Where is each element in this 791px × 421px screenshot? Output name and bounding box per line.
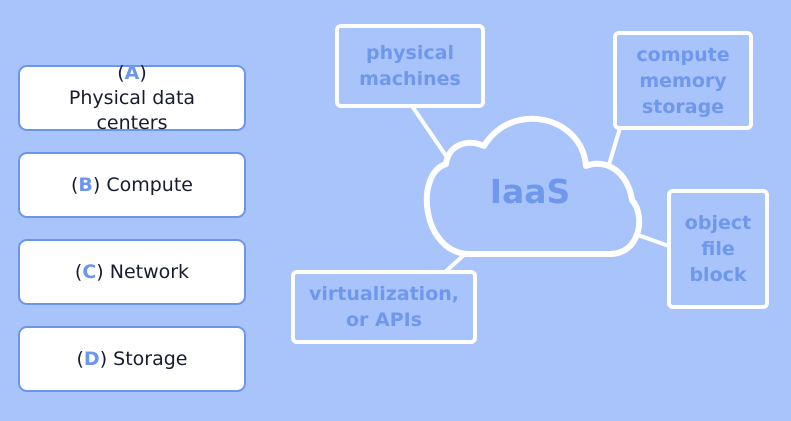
- node-compute-memory-storage: compute memory storage: [613, 31, 753, 130]
- node-compute-label: compute memory storage: [636, 43, 730, 118]
- node-object-label: object file block: [684, 212, 752, 286]
- option-b-label: Compute: [106, 173, 193, 196]
- cloud-label-iaas: IaaS: [489, 172, 571, 211]
- option-b-text: (B) Compute: [70, 173, 193, 196]
- option-c-letter: C: [82, 260, 97, 283]
- option-b[interactable]: (B) Compute: [18, 152, 246, 218]
- node-virtualization-apis: virtualization, or APIs: [291, 270, 477, 344]
- node-physical-label: physical machines: [359, 42, 461, 90]
- option-a-letter: A: [124, 61, 140, 84]
- node-virtual-label: virtualization, or APIs: [309, 283, 459, 331]
- connector-virtual: [442, 252, 467, 275]
- option-a-text: (A) Physical data centers: [20, 61, 244, 136]
- option-b-letter: B: [78, 173, 93, 196]
- option-d-letter: D: [83, 347, 100, 370]
- option-d-label: Storage: [113, 347, 188, 370]
- option-d[interactable]: (D) Storage: [18, 326, 246, 392]
- node-object-file-block: object file block: [667, 189, 769, 309]
- option-c[interactable]: (C) Network: [18, 239, 246, 305]
- option-d-text: (D) Storage: [76, 347, 188, 370]
- option-a[interactable]: (A) Physical data centers: [18, 62, 246, 134]
- connector-compute: [606, 127, 622, 169]
- option-a-label: Physical data centers: [68, 86, 196, 134]
- option-c-label: Network: [109, 260, 190, 283]
- node-physical-machines: physical machines: [335, 24, 485, 108]
- cloud-shape: [423, 115, 643, 257]
- option-c-text: (C) Network: [74, 260, 190, 283]
